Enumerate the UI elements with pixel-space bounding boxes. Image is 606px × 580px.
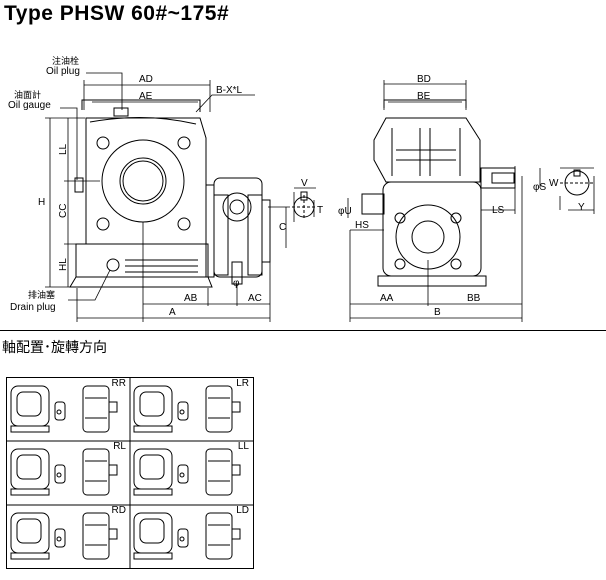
arrangement-code: RR <box>111 378 126 389</box>
oil-gauge-label: Oil gauge <box>8 100 51 111</box>
dim-AC: AC <box>248 293 262 304</box>
arrangement-sketch <box>7 378 130 446</box>
dim-BB: BB <box>467 293 481 304</box>
dimension-lines-right <box>347 80 595 322</box>
dim-phiU: φU <box>338 206 352 217</box>
arrangement-cell-rd: RD <box>7 505 130 568</box>
section-title: 軸配置･旋轉方向 <box>2 340 107 356</box>
arrangement-code: LD <box>236 505 249 516</box>
arrangement-grid: RR LR RL <box>6 377 254 569</box>
dimension-drawing: 注油栓 Oil plug 油面計 Oil gauge 排油塞 Drain plu… <box>8 55 595 322</box>
dim-AB: AB <box>184 293 198 304</box>
gearbox-front-view <box>69 99 271 288</box>
arrangement-sketch <box>130 378 253 446</box>
arrangement-sketch <box>130 441 253 509</box>
arrangement-sketch <box>7 505 130 573</box>
dim-phi: φ <box>233 278 240 289</box>
page-title: Type PHSW 60#~175# <box>4 2 230 25</box>
arrangement-sketch <box>130 505 253 573</box>
dim-HS: HS <box>355 220 369 231</box>
shaft-end-detail <box>292 191 316 219</box>
dim-BE: BE <box>417 91 431 102</box>
dim-LL: LL <box>58 143 69 155</box>
dim-AD: AD <box>139 74 153 85</box>
arrangement-code: RL <box>113 441 126 452</box>
arrangement-cell-rl: RL <box>7 441 130 504</box>
keyway-label: B-X*L <box>216 85 243 96</box>
arrangement-cell-rr: RR <box>7 378 130 441</box>
dim-T: T <box>317 205 323 216</box>
dim-LS: LS <box>492 205 505 216</box>
dim-Y: Y <box>578 202 585 213</box>
dim-B: B <box>434 307 441 318</box>
dim-CC: CC <box>58 204 69 218</box>
dim-AE: AE <box>139 91 153 102</box>
drain-plug-cn-label: 排油塞 <box>28 289 55 301</box>
arrangement-code: LR <box>236 378 249 389</box>
dim-V: V <box>301 178 308 189</box>
arrangement-code: LL <box>237 441 249 452</box>
arrangement-cell-ld: LD <box>130 505 253 568</box>
oil-plug-cn-label: 注油栓 <box>52 55 79 67</box>
arrangement-cell-lr: LR <box>130 378 253 441</box>
oil-plug-label: Oil plug <box>46 66 80 77</box>
dim-HL: HL <box>58 258 69 271</box>
dimension-lines-left <box>45 72 316 322</box>
arrangement-code: RD <box>111 505 126 516</box>
drain-plug-label: Drain plug <box>10 302 56 313</box>
gearbox-side-view <box>361 99 594 287</box>
section-divider <box>0 330 606 331</box>
dim-phiS: φS <box>533 182 546 193</box>
dim-BD: BD <box>417 74 431 85</box>
arrangement-sketch <box>7 441 130 509</box>
dim-AA: AA <box>380 293 394 304</box>
dim-C: C <box>279 222 286 233</box>
dim-A: A <box>169 307 176 318</box>
oil-gauge-cn-label: 油面計 <box>14 89 41 101</box>
arrangement-cell-ll: LL <box>130 441 253 504</box>
dim-W: W <box>549 178 559 189</box>
dim-H: H <box>38 197 45 208</box>
arrangement-grid-lines <box>7 378 253 568</box>
